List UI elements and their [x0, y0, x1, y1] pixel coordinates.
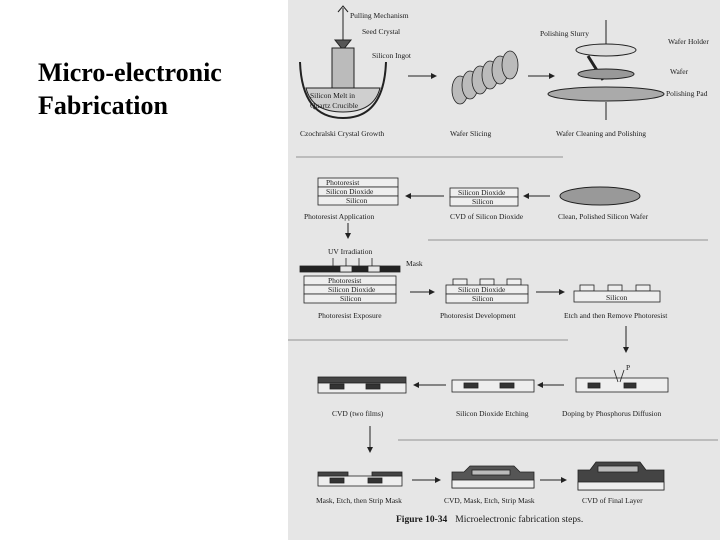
- cvd-silicon-dioxide-label: Silicon Dioxide: [458, 188, 506, 197]
- silicon-melt-label: Silicon Melt in: [310, 91, 355, 100]
- quartz-crucible-label: Quartz Crucible: [310, 101, 359, 110]
- cvd-mask-stack: [451, 465, 535, 489]
- wafer-holder-label: Wafer Holder: [668, 37, 709, 46]
- cvd-two-films-stack: [317, 376, 407, 394]
- silicon-ingot-label: Silicon Ingot: [372, 51, 412, 60]
- photoresist-stack: [317, 177, 399, 206]
- exp-photoresist-label: Photoresist: [328, 276, 362, 285]
- sliced-ingot: [451, 50, 519, 105]
- polishing-slurry-label: Polishing Slurry: [540, 29, 589, 38]
- photoresist-label: Photoresist: [326, 178, 360, 187]
- seed-crystal-label: Seed Crystal: [362, 27, 400, 36]
- slide-title: Micro-electronic Fabrication: [38, 56, 288, 122]
- exp-silicon-dioxide-label: Silicon Dioxide: [328, 285, 376, 294]
- etched-stack: [573, 284, 661, 303]
- development-stack: [445, 278, 529, 304]
- slide-title-line-1: Micro-electronic: [38, 58, 222, 87]
- czochralski-apparatus: [299, 5, 387, 120]
- uv-irradiation-label: UV Irradiation: [328, 247, 372, 256]
- slide-title-line-2: Fabrication: [38, 91, 168, 120]
- cvd-stack: [449, 187, 519, 207]
- final-layer-stack: [577, 461, 665, 491]
- wafer-label: Wafer: [670, 67, 689, 76]
- step-mask-etch-strip: Mask, Etch, then Strip Mask: [316, 496, 402, 505]
- step-etch-remove-photoresist: Etch and then Remove Photoresist: [564, 311, 668, 320]
- step-clean-polished-wafer: Clean, Polished Silicon Wafer: [558, 212, 649, 221]
- figure-caption-text: Microelectronic fabrication steps.: [455, 514, 583, 525]
- pr-silicon-label: Silicon: [346, 196, 368, 205]
- polishing-apparatus: [547, 20, 665, 120]
- pr-silicon-dioxide-label: Silicon Dioxide: [326, 187, 374, 196]
- doping-stack: [575, 369, 669, 393]
- step-photoresist-development: Photoresist Development: [440, 311, 517, 320]
- oxide-etch-stack: [451, 379, 535, 393]
- cvd-silicon-label: Silicon: [472, 197, 494, 206]
- mask-etch-stack: [317, 471, 403, 487]
- step-cvd-mask-etch-strip: CVD, Mask, Etch, Strip Mask: [444, 496, 535, 505]
- figure-number: Figure 10-34: [396, 515, 448, 525]
- step-doping-phosphorus: Doping by Phosphorus Diffusion: [562, 409, 661, 418]
- step-cvd-final-layer: CVD of Final Layer: [582, 496, 643, 505]
- polishing-pad-label: Polishing Pad: [666, 89, 708, 98]
- exposure-stack: [299, 265, 401, 304]
- step-photoresist-exposure: Photoresist Exposure: [318, 311, 382, 320]
- phosphorus-label: P: [626, 363, 630, 372]
- etch-silicon-label: Silicon: [606, 293, 628, 302]
- pulling-mechanism-label: Pulling Mechanism: [350, 11, 409, 20]
- clean-wafer: [559, 186, 641, 206]
- exp-silicon-label: Silicon: [340, 294, 362, 303]
- fabrication-diagram: Pulling Mechanism Seed Crystal Silicon I…: [288, 5, 718, 525]
- step-wafer-cleaning-polishing: Wafer Cleaning and Polishing: [556, 129, 646, 138]
- step-silicon-dioxide-etching: Silicon Dioxide Etching: [456, 409, 529, 418]
- step-photoresist-application: Photoresist Application: [304, 212, 374, 221]
- dev-silicon-label: Silicon: [472, 294, 494, 303]
- fabrication-figure: Pulling Mechanism Seed Crystal Silicon I…: [288, 0, 720, 540]
- step-cvd-silicon-dioxide: CVD of Silicon Dioxide: [450, 212, 524, 221]
- mask-label: Mask: [406, 259, 423, 268]
- step-czochralski-crystal-growth: Czochralski Crystal Growth: [300, 129, 384, 138]
- dev-silicon-dioxide-label: Silicon Dioxide: [458, 285, 506, 294]
- figure-caption: Figure 10-34 Microelectronic fabrication …: [396, 514, 583, 525]
- step-cvd-two-films: CVD (two films): [332, 409, 384, 418]
- step-wafer-slicing: Wafer Slicing: [450, 129, 492, 138]
